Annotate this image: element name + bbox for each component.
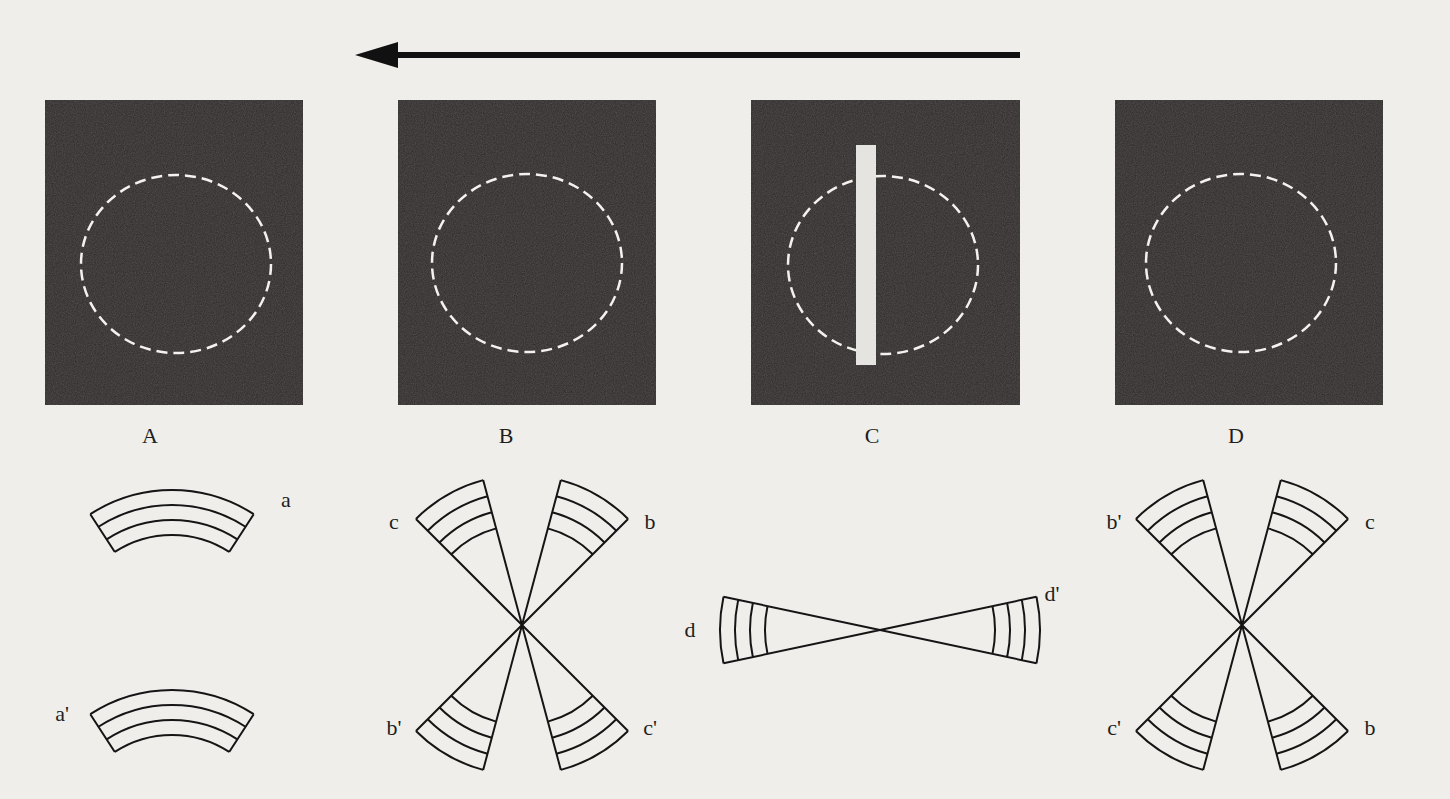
orientation-wedge xyxy=(522,625,628,770)
panel-letter: B xyxy=(499,425,514,447)
orientation-wedge xyxy=(880,597,1040,664)
panel-d xyxy=(1115,100,1383,405)
panel-grain xyxy=(751,100,1020,405)
orientation-sectors xyxy=(90,480,1348,770)
sector-label: b' xyxy=(387,717,402,739)
orientation-wedge xyxy=(1242,480,1348,625)
panel-c xyxy=(751,100,1020,405)
panel-b xyxy=(398,100,656,405)
sector-label: b xyxy=(1365,717,1376,739)
panel-letter: D xyxy=(1228,425,1244,447)
receptive-field-circle xyxy=(788,176,978,354)
panel-grain xyxy=(1115,100,1383,405)
receptive-field-circle xyxy=(1146,174,1336,352)
sector-label: a' xyxy=(55,703,69,725)
response-band xyxy=(90,490,253,552)
orientation-wedge xyxy=(522,480,628,625)
panel-grain xyxy=(45,100,303,405)
sector-label: a xyxy=(281,489,291,511)
orientation-wedge xyxy=(1136,625,1242,770)
sector-label: c' xyxy=(1107,717,1121,739)
orientation-wedge xyxy=(1242,625,1348,770)
sector-label: d' xyxy=(1045,583,1060,605)
light-bar xyxy=(856,145,876,365)
direction-arrow-shaft xyxy=(390,52,1020,58)
sector-label: c' xyxy=(643,717,657,739)
receptive-field-circle xyxy=(81,175,271,353)
sector-label: b' xyxy=(1107,511,1122,533)
panel-letter: A xyxy=(142,425,158,447)
direction-arrowhead xyxy=(355,42,398,68)
sector-label: d xyxy=(685,619,696,641)
orientation-wedge xyxy=(1136,480,1242,625)
panel-letter: C xyxy=(865,425,880,447)
sector-label: c xyxy=(389,511,399,533)
orientation-wedge xyxy=(720,597,880,664)
sector-label: c xyxy=(1365,511,1375,533)
receptive-field-outlines xyxy=(81,174,1336,354)
orientation-wedge xyxy=(416,625,522,770)
panel-a xyxy=(45,100,303,405)
stimulus-panels xyxy=(45,100,1383,405)
response-band xyxy=(90,690,253,752)
sector-label: b xyxy=(645,511,656,533)
panel-grain xyxy=(398,100,656,405)
orientation-wedge xyxy=(416,480,522,625)
receptive-field-circle xyxy=(432,174,622,352)
